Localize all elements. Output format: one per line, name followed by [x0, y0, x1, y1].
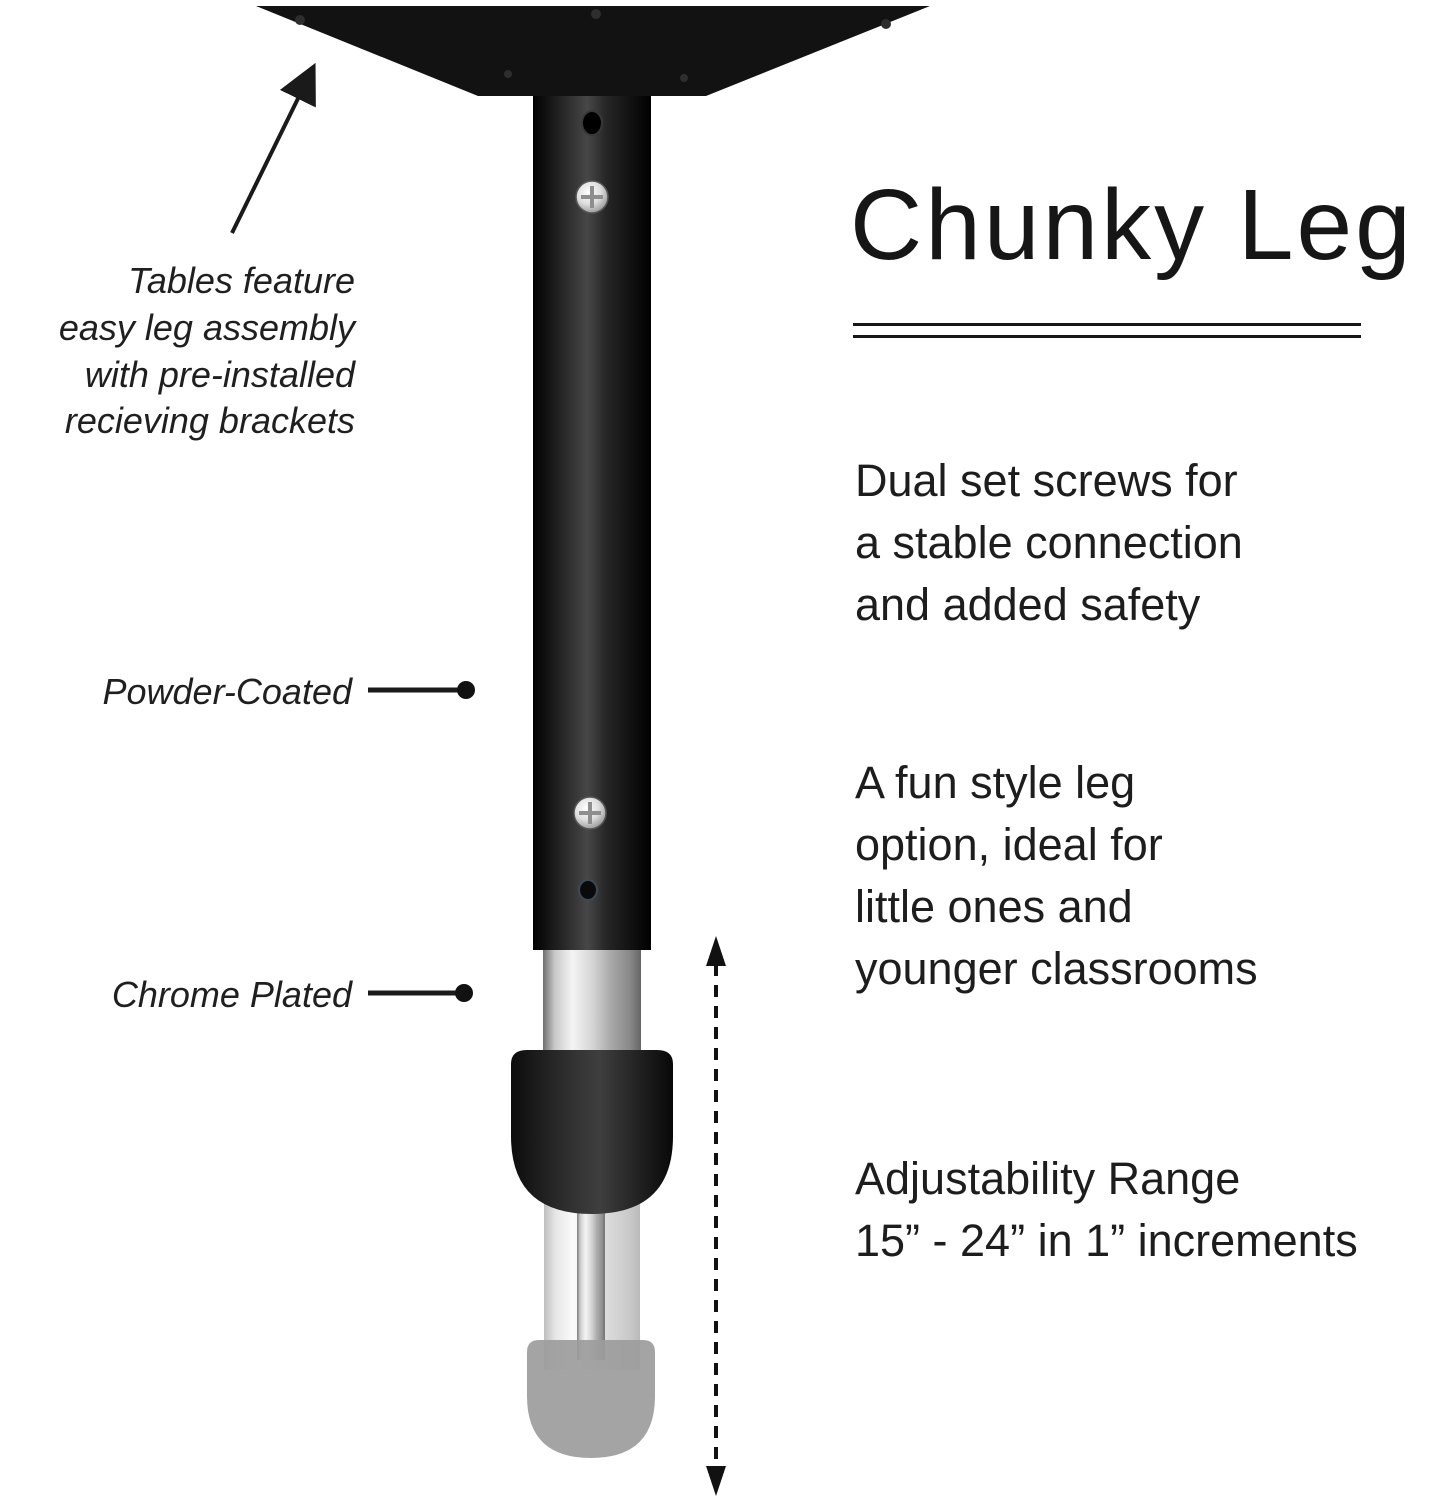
assembly-line-1: Tables feature [128, 260, 355, 301]
chrome-plated-label: Chrome Plated [111, 974, 352, 1015]
chrome-inner-tube [543, 938, 641, 1056]
plate-hole [591, 9, 601, 19]
adjustability-arrow [706, 936, 726, 1496]
feature-line: 15” - 24” in 1” increments [855, 1215, 1358, 1267]
rubber-collar [511, 1050, 673, 1214]
foot-cap [527, 1340, 655, 1458]
feature-line: A fun style leg [855, 757, 1136, 808]
powder-pointer [368, 681, 475, 699]
assembly-line-2: easy leg assembly [58, 306, 355, 348]
upper-set-screw [575, 180, 609, 214]
mounting-plate [256, 6, 930, 96]
lower-hole [578, 879, 598, 901]
plate-hole [881, 19, 891, 29]
feature-line: and added safety [855, 579, 1201, 631]
assembly-line-3: with pre-installed [84, 353, 355, 395]
plate-hole [504, 70, 512, 78]
feature-adjustability: Adjustability Range 15” - 24” in 1” incr… [855, 1148, 1445, 1272]
feature-line: option, ideal for [855, 819, 1163, 871]
chrome-rod [577, 1195, 605, 1360]
page-title: Chunky Leg [850, 169, 1414, 281]
feature-line: little ones and [855, 881, 1133, 933]
feature-line: younger classrooms [855, 943, 1258, 995]
powder-coated-label: Powder-Coated [102, 671, 353, 712]
assembly-callout-text: Tables feature easy leg assembly with pr… [0, 258, 355, 445]
assembly-line-4: recieving brackets [64, 400, 355, 442]
lower-set-screw [573, 796, 607, 830]
feature-line: Adjustability Range [855, 1153, 1241, 1204]
plate-hole [680, 74, 688, 82]
feature-dual-screws: Dual set screws for a stable connection … [855, 450, 1440, 636]
feature-fun-style: A fun style leg option, ideal for little… [855, 752, 1440, 1000]
feature-line: Dual set screws for [855, 455, 1238, 506]
upper-hole [581, 110, 603, 136]
title-double-underline [853, 323, 1361, 338]
assembly-arrow [230, 62, 316, 234]
feature-line: a stable connection [855, 517, 1243, 569]
plate-hole [295, 15, 305, 25]
chrome-pointer [368, 984, 473, 1002]
